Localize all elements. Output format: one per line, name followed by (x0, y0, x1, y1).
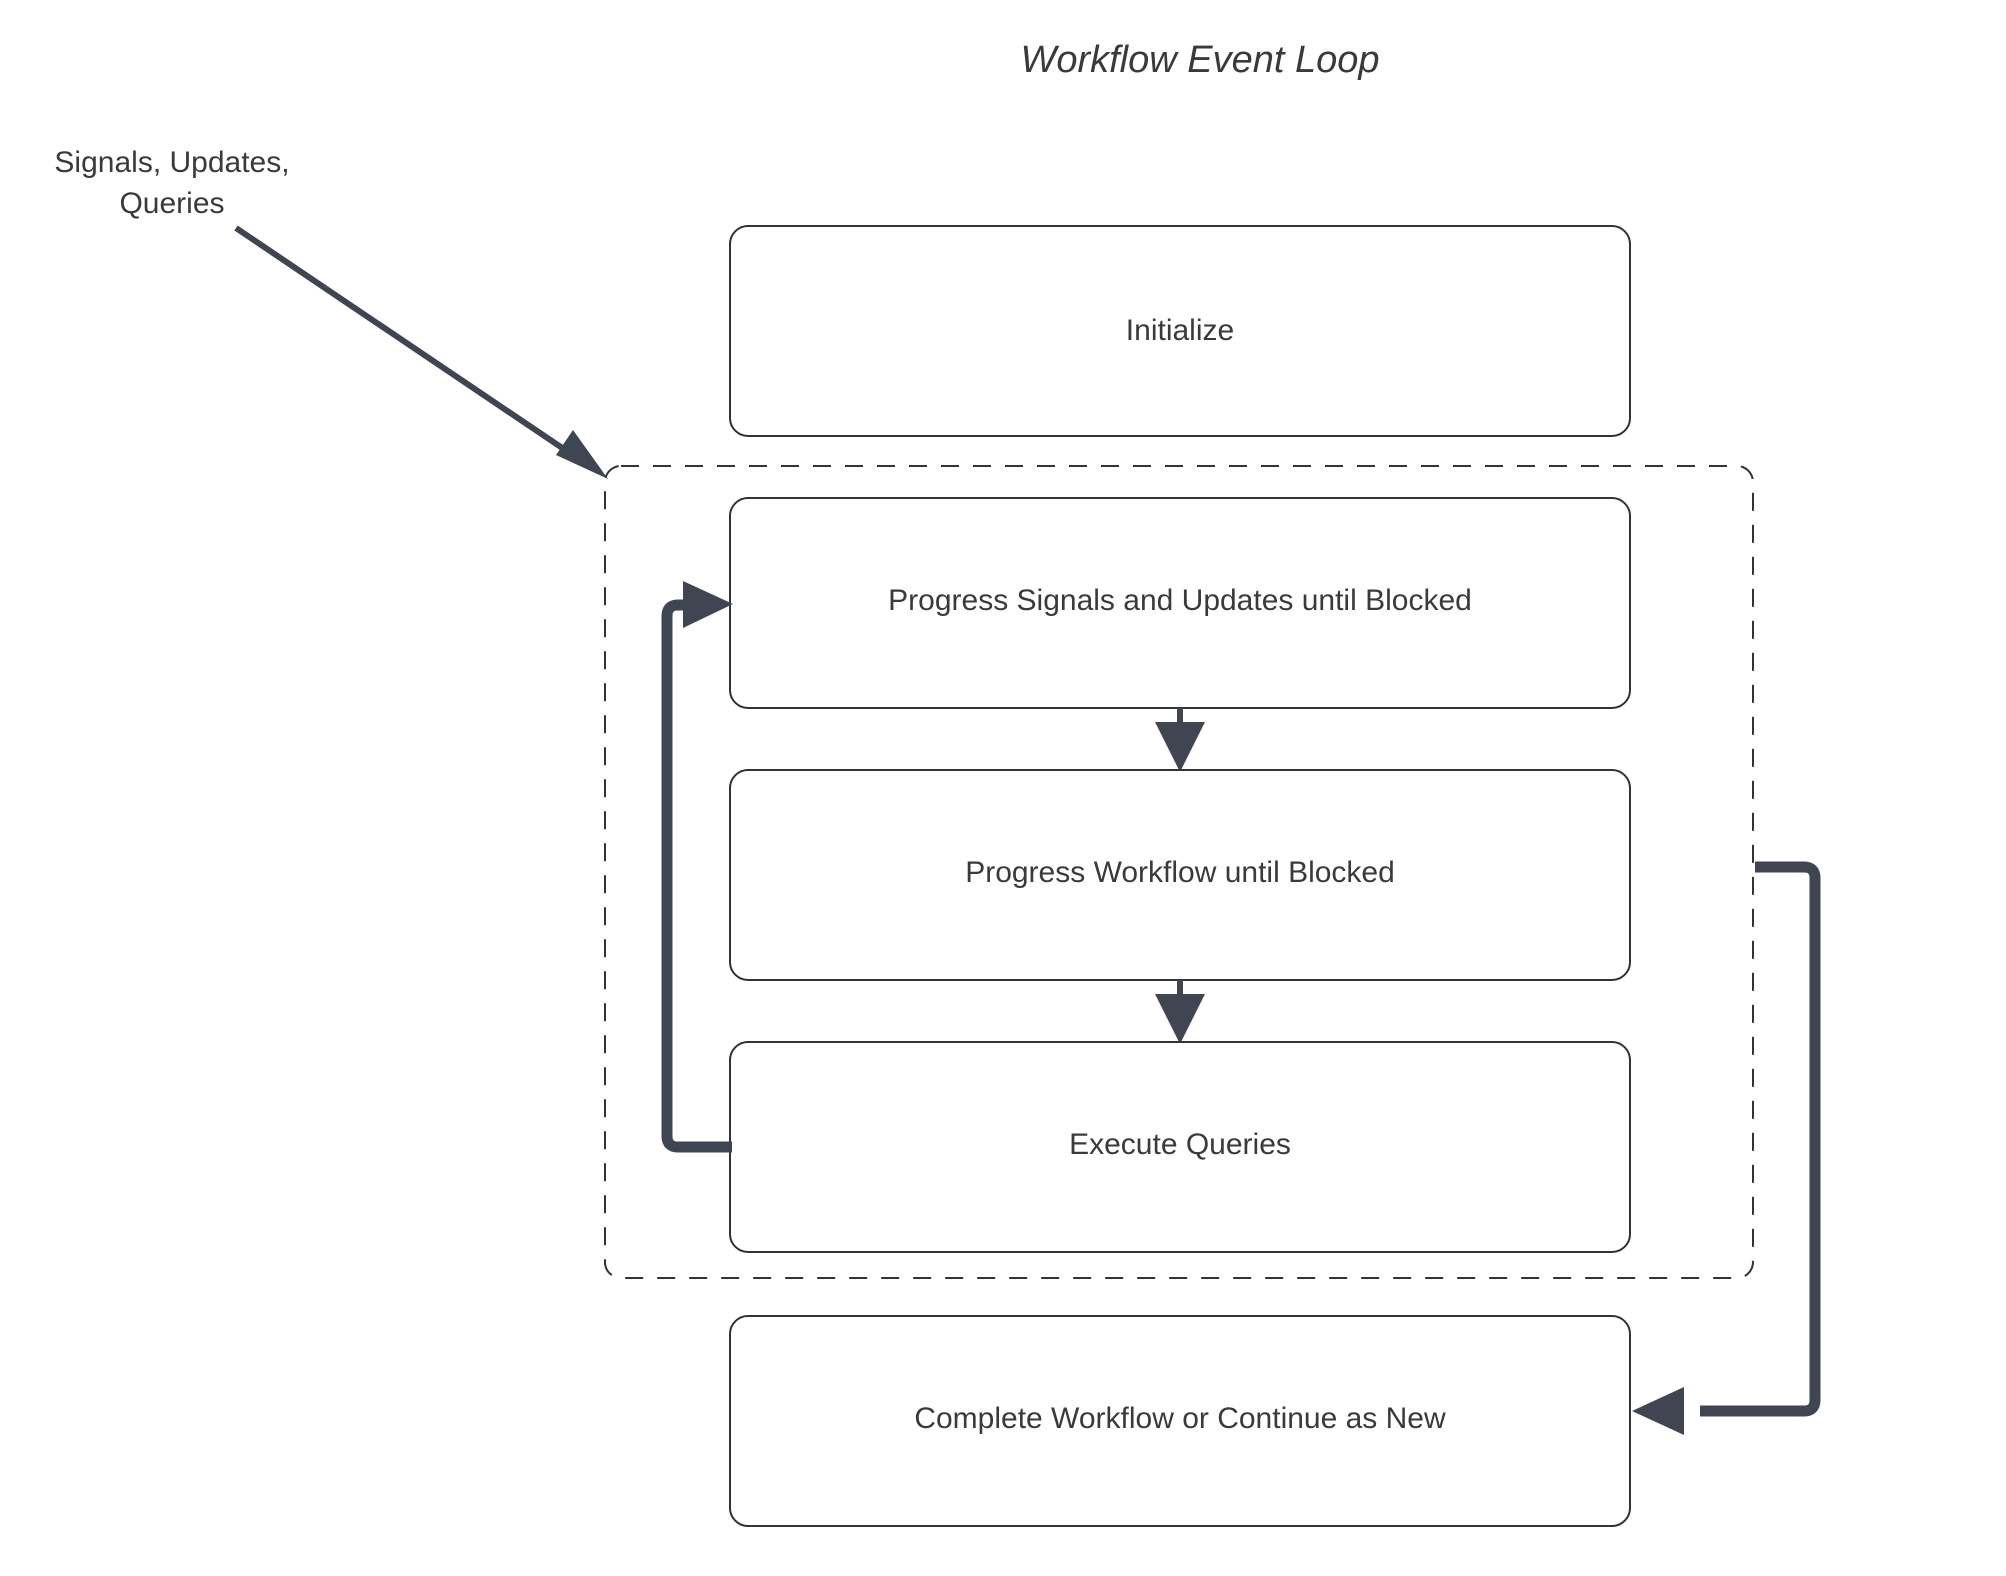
node-execute-queries[interactable]: Execute Queries (729, 1041, 1631, 1253)
arrow-head-loop-to-complete (1632, 1387, 1684, 1435)
node-progress-signals-label: Progress Signals and Updates until Block… (888, 584, 1472, 617)
external-input-label: Signals, Updates, Queries (54, 146, 289, 220)
node-initialize[interactable]: Initialize (729, 225, 1631, 437)
node-initialize-shape[interactable] (729, 225, 1631, 437)
node-progress-signals[interactable]: Progress Signals and Updates until Block… (729, 497, 1631, 709)
edge-queries-loop-back (661, 581, 733, 1153)
node-complete-workflow-shape[interactable] (729, 1315, 1631, 1527)
event-loop-group-container (604, 465, 1754, 1279)
arrow-head-signals-to-loop (556, 430, 608, 479)
edge-signals-to-loop (234, 225, 608, 479)
external-input-label-line1: Signals, Updates, (54, 146, 289, 179)
arrow-head-queries-loop-back (683, 581, 733, 628)
edge-workflow-to-queries (1155, 980, 1205, 1044)
node-progress-workflow-label: Progress Workflow until Blocked (965, 856, 1395, 889)
arrow-head-workflow-to-queries (1155, 994, 1205, 1044)
node-initialize-label: Initialize (1126, 314, 1234, 347)
node-progress-workflow[interactable]: Progress Workflow until Blocked (729, 769, 1631, 981)
node-complete-workflow-label: Complete Workflow or Continue as New (914, 1402, 1446, 1435)
node-complete-workflow[interactable]: Complete Workflow or Continue as New (729, 1315, 1631, 1527)
external-input-label-line2: Queries (119, 187, 224, 220)
node-execute-queries-label: Execute Queries (1069, 1128, 1291, 1161)
edge-signals-to-workflow (1155, 708, 1205, 772)
page-title: Workflow Event Loop (1020, 39, 1379, 81)
edge-loop-to-complete (1632, 861, 1821, 1435)
arrow-head-signals-to-workflow (1155, 722, 1205, 772)
